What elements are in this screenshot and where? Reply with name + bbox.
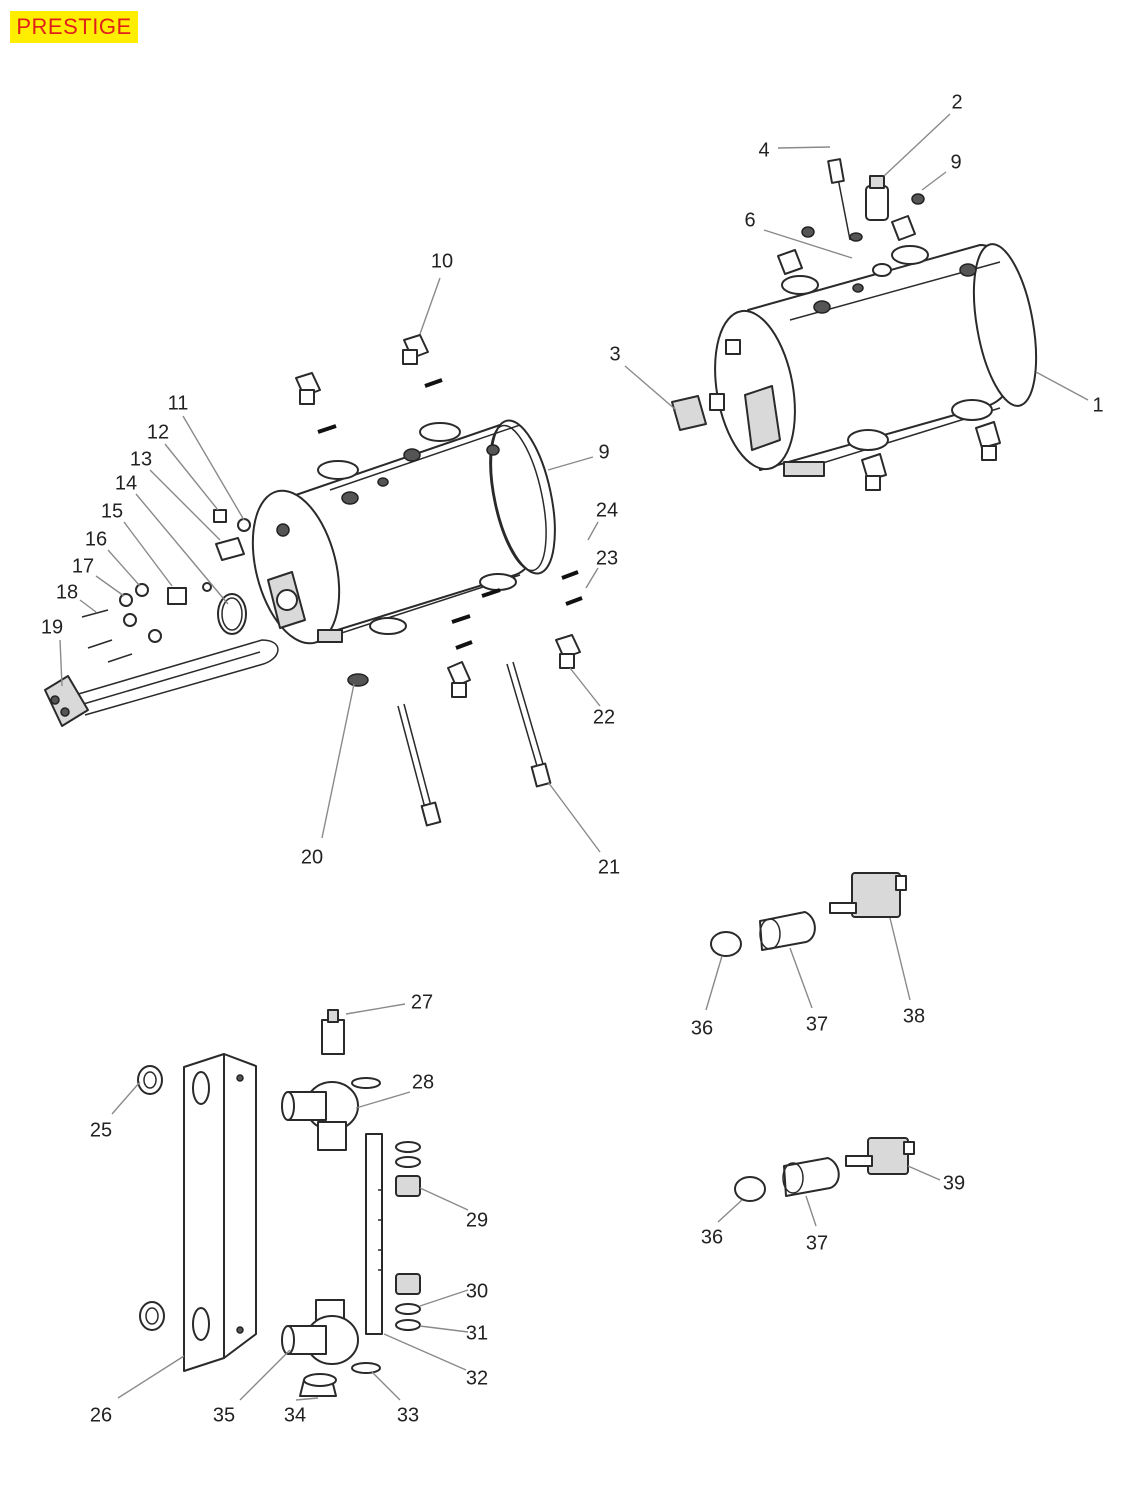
callout-c24: 24 xyxy=(596,499,618,521)
callout-c2: 2 xyxy=(951,91,962,113)
callout-c11: 11 xyxy=(168,392,189,414)
callout-c32: 32 xyxy=(466,1367,488,1389)
callout-c4: 4 xyxy=(758,139,769,161)
callout-c31: 31 xyxy=(466,1322,488,1344)
callout-c28: 28 xyxy=(412,1071,434,1093)
callout-c20: 20 xyxy=(301,846,323,868)
callout-c17: 17 xyxy=(72,555,94,577)
callout-c3: 3 xyxy=(609,343,620,365)
callout-c25: 25 xyxy=(90,1119,112,1141)
callout-c18: 18 xyxy=(56,581,78,603)
heating-element-assembly xyxy=(44,509,279,727)
callout-c35: 35 xyxy=(213,1404,235,1426)
callout-c29: 29 xyxy=(466,1209,488,1231)
callout-c37b: 37 xyxy=(806,1232,828,1254)
switch-assembly-38 xyxy=(710,872,907,957)
switch-assembly-39 xyxy=(734,1137,915,1202)
callout-c30: 30 xyxy=(466,1280,488,1302)
callout-c33: 33 xyxy=(397,1404,419,1426)
callout-c19: 19 xyxy=(41,616,63,638)
callout-c6: 6 xyxy=(744,209,755,231)
callout-c27: 27 xyxy=(411,991,433,1013)
callout-c9a: 9 xyxy=(950,151,961,173)
callout-c26: 26 xyxy=(90,1404,112,1426)
callout-c39: 39 xyxy=(943,1172,965,1194)
callout-c37a: 37 xyxy=(806,1013,828,1035)
callout-c38: 38 xyxy=(903,1005,925,1027)
brand-badge: PRESTIGE xyxy=(10,11,138,43)
callout-leader-lines xyxy=(59,113,1089,1401)
assembled-boiler xyxy=(671,158,1038,491)
boiler-exploded-assembly xyxy=(251,419,556,645)
callout-c34: 34 xyxy=(284,1404,306,1426)
callout-c1: 1 xyxy=(1092,394,1103,416)
boiler-fittings xyxy=(295,334,583,827)
callout-c22: 22 xyxy=(593,706,615,728)
callout-c12: 12 xyxy=(147,421,169,443)
callout-c16: 16 xyxy=(85,528,107,550)
callout-c21: 21 xyxy=(598,856,620,878)
callout-c9b: 9 xyxy=(598,441,609,463)
callout-c36a: 36 xyxy=(691,1017,713,1039)
sight-glass-assembly xyxy=(137,1009,421,1397)
callout-c13: 13 xyxy=(130,448,152,470)
callout-c15: 15 xyxy=(101,500,123,522)
callout-c36b: 36 xyxy=(701,1226,723,1248)
callout-c14: 14 xyxy=(115,472,137,494)
callout-c23: 23 xyxy=(596,547,618,569)
callout-c10: 10 xyxy=(431,250,453,272)
